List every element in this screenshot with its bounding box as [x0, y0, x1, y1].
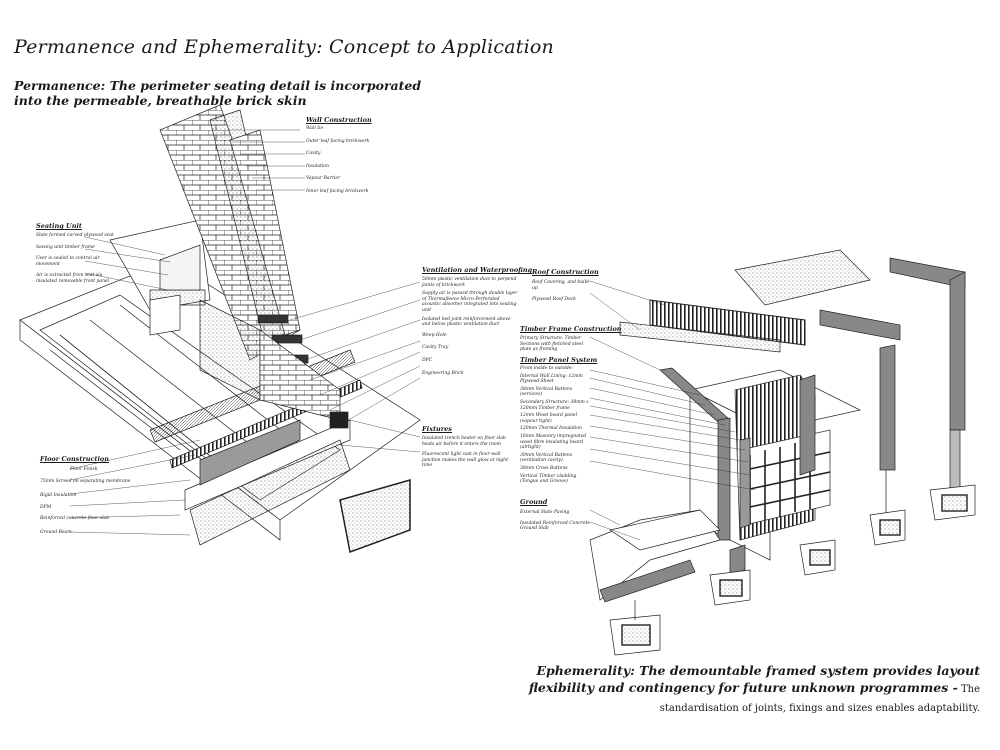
label: Sawing unit timber frame: [36, 244, 95, 250]
label: 38mm Vertical Battens (services): [520, 386, 573, 398]
label: DPC: [422, 357, 433, 363]
label: DPM: [40, 504, 52, 510]
label: Inner leaf facing brickwork: [306, 188, 369, 194]
label: 50mm plastic ventilation duct to perpend…: [422, 277, 517, 288]
timber-panel-title: Timber Panel System: [520, 356, 598, 364]
label: Cavity Tray: [422, 345, 449, 351]
label: Cavity: [306, 151, 321, 157]
seating-unit-group: Seating Unit Slate formed curved plywood…: [36, 222, 121, 285]
framed-system-drawing: [589, 249, 976, 656]
label: Reinforced concrete floor slab: [40, 516, 110, 522]
label: Engineering Brick: [422, 370, 464, 376]
label: Weep Hole: [422, 332, 447, 338]
label: 30mm Vertical Battens (ventilation cavit…: [520, 452, 573, 464]
fixtures-group: Fixtures Insulated trench heater on floo…: [422, 425, 514, 469]
label: Insulated Reinforced Concrete Ground Sla…: [520, 520, 591, 532]
label: Rigid Insulation: [40, 493, 77, 499]
label: Roof Covering, and build-up: [532, 280, 591, 291]
label: 38mm Cross Battens: [520, 465, 568, 471]
timber-frame-title: Timber Frame Construction: [520, 325, 622, 333]
permanence-heading: Permanence: The perimeter seating detail…: [14, 78, 422, 108]
page-title: Permanence and Ephemerality: Concept to …: [14, 36, 554, 58]
label: External Slate Paving: [520, 510, 570, 515]
seating-unit-title: Seating Unit: [36, 222, 82, 230]
label: Vapour Barrier: [306, 176, 341, 182]
roof-construction-group: Roof Construction Roof Covering, and bui…: [532, 268, 599, 303]
label: Insulation: [306, 163, 329, 169]
label: Wall tie: [306, 126, 324, 131]
ephemerality-heading: Ephemerality: The demountable framed sys…: [528, 663, 980, 695]
label: Supply air is passed through double laye…: [422, 291, 518, 313]
label: From inside to outside:: [520, 366, 573, 371]
label: User is sealed to control air movement: [36, 256, 100, 267]
label: Air is extracted from seat via insulated…: [36, 273, 110, 284]
ventilation-group: Ventilation and Waterproofing 50mm plast…: [422, 266, 533, 376]
wall-construction-title: Wall Construction: [306, 116, 372, 124]
timber-panel-group: Timber Panel System From inside to outsi…: [520, 356, 598, 485]
floor-construction-title: Floor Construction: [40, 455, 109, 463]
ground-title: Ground: [520, 498, 548, 506]
label: 75mm Screed on separating membrane: [40, 478, 131, 484]
ephemerality-note: The standardisation of joints, fixings a…: [659, 684, 980, 714]
label: 12mm Wood board panel (vapour tight): [520, 413, 578, 424]
label: Ground Beam: [40, 529, 72, 535]
label: Slate formed curved plywood seat: [36, 233, 114, 238]
ground-group: Ground External Slate Paving Insulated R…: [520, 498, 592, 532]
label: Internal Wall Lining: 12mm Plywood Sheet: [520, 373, 583, 385]
label: 16mm Masonry impregnated wood fibre insu…: [520, 433, 587, 451]
label: Outer leaf facing brickwork: [306, 138, 370, 144]
label: Plywood Roof Deck: [532, 297, 577, 303]
ventilation-title: Ventilation and Waterproofing: [422, 266, 533, 274]
label: Floor Finish: [70, 467, 98, 472]
roof-construction-title: Roof Construction: [532, 268, 599, 276]
ephemerality-caption: Ephemerality: The demountable framed sys…: [520, 662, 980, 717]
seating-detail-drawing: [19, 104, 421, 554]
label: Secondary Structure: 38mm x 120mm Timber…: [520, 399, 589, 411]
label: 120mm Thermal Insulation: [520, 426, 582, 432]
label: Fluorescent light cast in floor-wall jun…: [422, 452, 510, 469]
floor-construction-group: Floor Construction Floor Finish 75mm Scr…: [40, 455, 150, 536]
label: Isolated bed joint reinforcement above a…: [422, 316, 511, 328]
label: Vertical Timber cladding (Tongue and Gro…: [520, 473, 577, 485]
fixtures-title: Fixtures: [422, 425, 452, 433]
timber-frame-group: Timber Frame Construction Primary Struct…: [520, 325, 622, 353]
label: Insulated trench heater on floor slab he…: [422, 436, 506, 447]
label: Primary Structure: Timber Sections with …: [520, 336, 584, 353]
wall-construction-group: Wall Construction Wall tie Outer leaf fa…: [306, 116, 372, 195]
